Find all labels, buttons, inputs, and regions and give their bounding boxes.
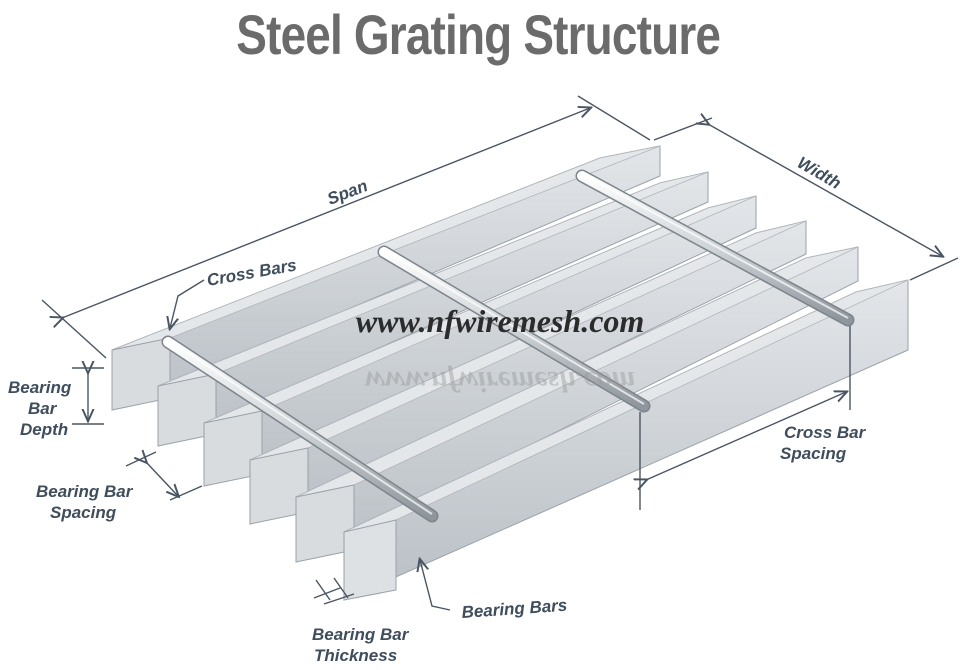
bearing-bar-spacing-label-1: Bearing Bar <box>36 482 134 501</box>
cross-bar-spacing-label-1: Cross Bar <box>784 423 867 442</box>
bearing-bar-depth-label-3: Depth <box>20 420 68 439</box>
cross-bar-spacing-label-2: Spacing <box>780 444 847 463</box>
cross-bar-spacing-dimension <box>640 326 851 510</box>
cross-bars-pointer <box>170 279 205 328</box>
span-dimension <box>41 95 651 359</box>
cross-bar <box>161 335 439 523</box>
bearing-bar <box>343 279 909 601</box>
bearing-bar-thickness-dimension <box>313 577 355 605</box>
bearing-bars-label: Bearing Bars <box>461 596 568 622</box>
bearing-bar-depth-label-2: Bar <box>28 399 58 418</box>
watermark-reflection: www.nfwiremesh.com <box>365 365 636 398</box>
bearing-bar-thickness-label-2: Thickness <box>314 646 397 665</box>
bearing-bar-spacing-label-2: Spacing <box>50 503 117 522</box>
page-title: Steel Grating Structure <box>236 3 721 66</box>
bearing-bar-depth-dimension <box>72 368 104 425</box>
width-dimension <box>653 118 959 281</box>
bearing-bar-thickness-label-1: Bearing Bar <box>312 625 410 644</box>
watermark-text: www.nfwiremesh.com <box>356 303 645 339</box>
bearing-bars-pointer <box>420 560 451 611</box>
bearing-bar-spacing-dimension <box>125 452 203 501</box>
bearing-bar-depth-label-1: Bearing <box>8 378 72 397</box>
